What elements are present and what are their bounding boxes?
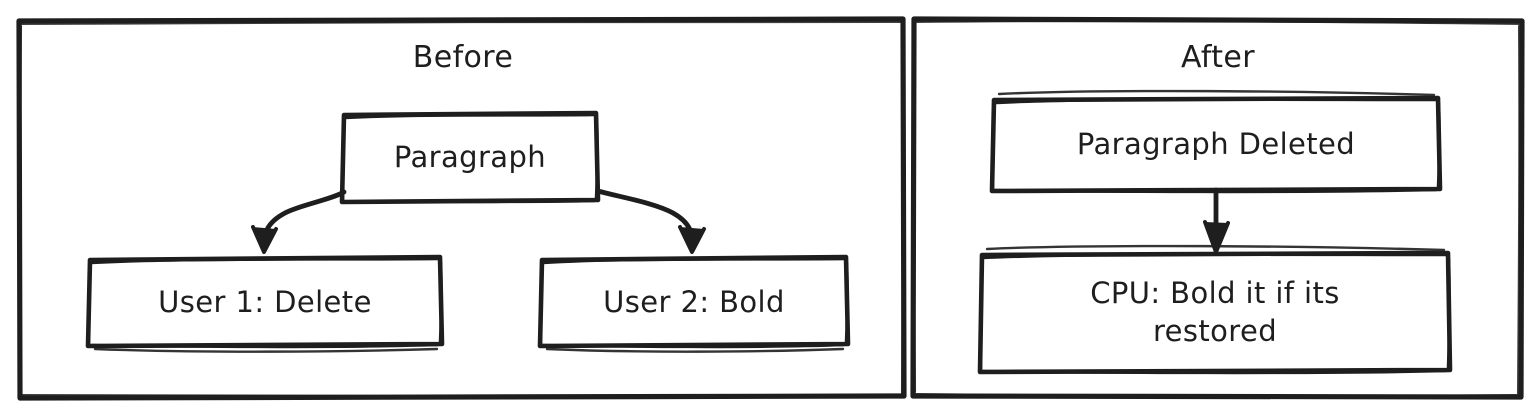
- node-label-user2: User 2: Bold: [603, 284, 785, 319]
- panel-after-frame: [910, 16, 1525, 400]
- node-user1-shape[interactable]: [85, 254, 445, 353]
- edge-paragraph-to-user2: [595, 188, 706, 254]
- node-cpu-shape[interactable]: [977, 244, 1453, 375]
- node-label-paragraph: Paragraph: [393, 140, 547, 175]
- panel-title-after: After: [1180, 40, 1256, 76]
- panel-title-before: Before: [412, 40, 514, 76]
- edge-paragraph-deleted-to-cpu: [1203, 187, 1230, 254]
- node-user2-shape[interactable]: [537, 254, 851, 353]
- node-paragraph-shape[interactable]: [339, 110, 601, 205]
- node-paragraph-deleted-shape[interactable]: [989, 89, 1443, 194]
- edge-paragraph-to-user1: [251, 189, 347, 254]
- node-label-user1: User 1: Delete: [158, 284, 372, 319]
- node-label-cpu: CPU: Bold it if its restored: [1090, 276, 1340, 348]
- node-label-paragraph-deleted: Paragraph Deleted: [1076, 127, 1356, 162]
- panel-before-frame: [16, 16, 907, 401]
